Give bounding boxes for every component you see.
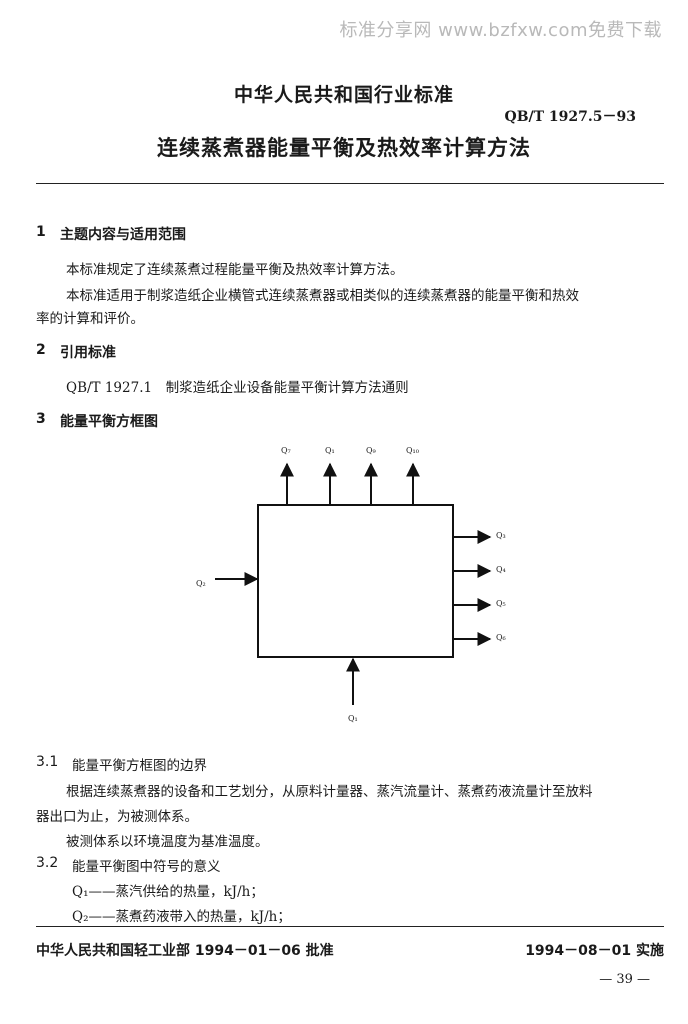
document-title: 连续蒸煮器能量平衡及热效率计算方法 [157,136,531,160]
section-3-2-number: 3.2 [36,855,59,871]
section-2-number: 2 [36,342,46,358]
watermark: 标准分享网 www.bzfxw.com免费下载 [339,20,662,41]
label-left: Q₂ [196,579,206,588]
label-top-2: Q₁ [325,446,335,455]
section-1-paragraph-2: 本标准适用于制浆造纸企业横管式连续蒸煮器或相类似的连续蒸煮器的能量平衡和热效 [66,288,579,304]
label-top-3: Q₉ [366,446,376,455]
section-1-paragraph-1: 本标准规定了连续蒸煮过程能量平衡及热效率计算方法。 [66,262,404,278]
label-right-4: Q₆ [496,633,506,642]
section-3-title: 能量平衡方框图 [60,414,158,430]
section-3-1-paragraph-1-cont: 器出口为止，为被测体系。 [36,809,198,825]
standard-number: QB/T 1927.5－93 [504,109,637,125]
system-boundary-box [257,504,454,658]
symbol-q1-definition: Q₁——蒸汽供给的热量，kJ/h； [72,884,264,900]
section-1-title: 主题内容与适用范围 [60,227,186,243]
effective-date: 1994－08－01 实施 [525,943,664,959]
header-rule [36,183,664,184]
section-1-paragraph-2-cont: 率的计算和评价。 [36,311,144,327]
section-3-1-title: 能量平衡方框图的边界 [72,758,207,774]
label-top-4: Q₁₀ [406,446,419,455]
section-3-number: 3 [36,411,46,427]
label-top-1: Q₇ [281,446,291,455]
approval-line: 中华人民共和国轻工业部 1994－01－06 批准 [36,943,334,959]
section-3-1-number: 3.1 [36,754,59,770]
referenced-standard: QB/T 1927.1 制浆造纸企业设备能量平衡计算方法通则 [66,380,409,396]
footer-rule [36,926,664,927]
label-bottom: Q₁ [348,714,358,723]
section-3-1-paragraph-1: 根据连续蒸煮器的设备和工艺划分，从原料计量器、蒸汽流量计、蒸煮药液流量计至放料 [66,784,593,800]
section-3-1-paragraph-2: 被测体系以环境温度为基准温度。 [66,834,269,850]
section-1-number: 1 [36,224,46,240]
section-3-2-title: 能量平衡图中符号的意义 [72,859,221,875]
symbol-q2-definition: Q₂——蒸煮药液带入的热量，kJ/h； [72,909,291,925]
label-right-2: Q₄ [496,565,506,574]
label-right-1: Q₃ [496,531,506,540]
label-right-3: Q₅ [496,599,506,608]
page-number: — 39 — [599,972,650,987]
org-title: 中华人民共和国行业标准 [233,84,454,106]
section-2-title: 引用标准 [60,345,116,361]
